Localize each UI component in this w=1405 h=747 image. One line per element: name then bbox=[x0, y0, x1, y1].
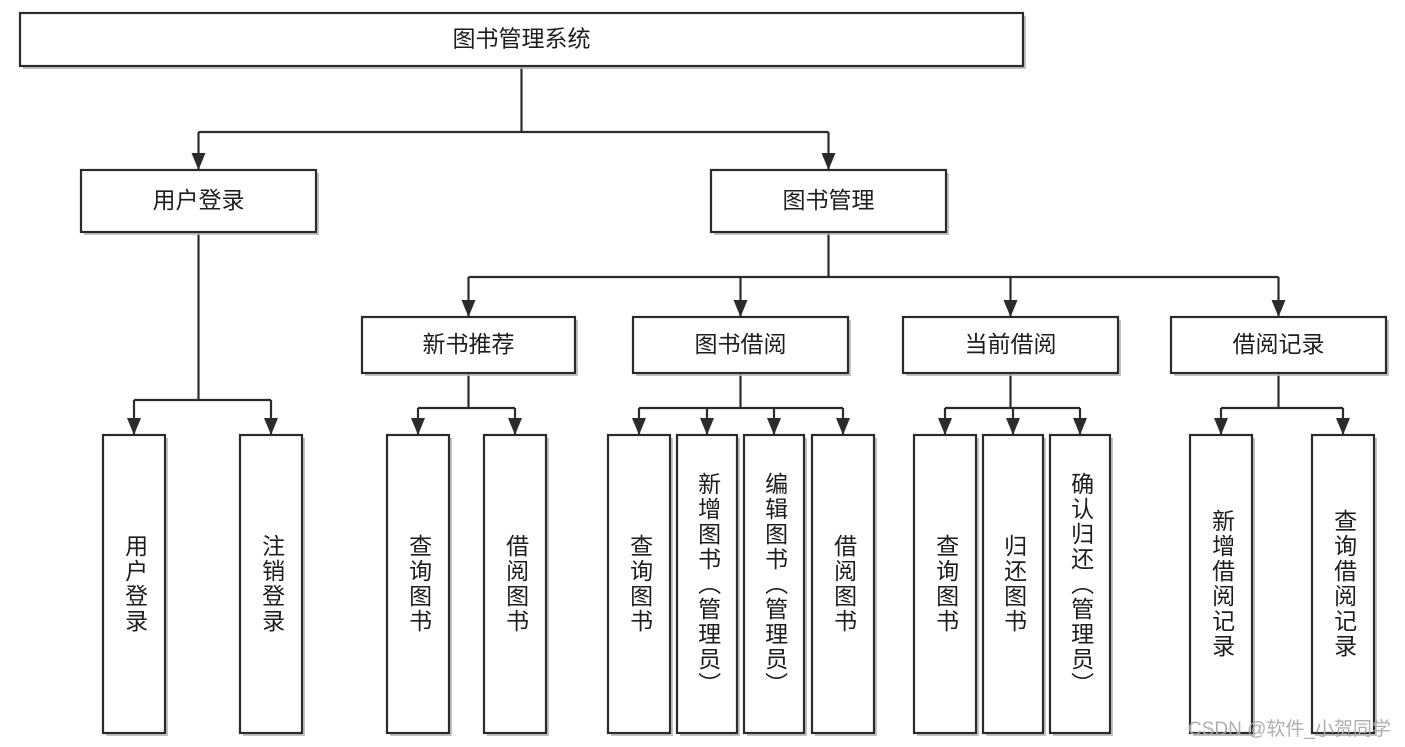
node-new-book-recommend[interactable] bbox=[360, 315, 578, 376]
node-rect bbox=[742, 433, 806, 735]
node-box-layer bbox=[18, 11, 1389, 736]
node-rect bbox=[709, 168, 948, 234]
arrow-head-leaf-query-book-2 bbox=[632, 418, 646, 435]
node-rect bbox=[101, 433, 167, 735]
node-root[interactable] bbox=[18, 11, 1026, 69]
arrow-head-leaf-confirm-return bbox=[1073, 418, 1087, 435]
node-book-management[interactable] bbox=[709, 168, 949, 235]
node-label-user-login: 用户登录 bbox=[153, 187, 245, 213]
node-rect bbox=[360, 315, 577, 375]
csdn-watermark: CSDN @软件_小贺同学 bbox=[1188, 719, 1391, 740]
node-leaf-confirm-return[interactable] bbox=[1048, 433, 1113, 736]
node-rect bbox=[79, 168, 318, 234]
node-rect bbox=[631, 315, 850, 375]
arrow-head-leaf-logout-login bbox=[264, 418, 278, 435]
node-rect bbox=[901, 315, 1120, 375]
arrow-head-leaf-return-book bbox=[1006, 418, 1020, 435]
node-leaf-edit-book[interactable] bbox=[742, 433, 807, 736]
node-rect bbox=[1048, 433, 1112, 735]
arrow-head-current-borrow bbox=[1003, 300, 1018, 317]
node-label-new-book-recommend: 新书推荐 bbox=[423, 331, 515, 357]
arrow-head-leaf-query-record bbox=[1336, 418, 1350, 435]
node-leaf-query-book-1[interactable] bbox=[385, 433, 452, 736]
node-rect bbox=[385, 433, 451, 735]
node-leaf-add-book[interactable] bbox=[675, 433, 740, 736]
node-borrow-record[interactable] bbox=[1169, 315, 1389, 376]
arrow-head-leaf-borrow-book-2 bbox=[836, 418, 850, 435]
node-current-borrow[interactable] bbox=[901, 315, 1121, 376]
node-rect bbox=[1188, 433, 1254, 735]
node-label-current-borrow: 当前借阅 bbox=[965, 331, 1057, 357]
arrow-head-new-book-recommend bbox=[461, 300, 476, 317]
arrow-head-book-management bbox=[821, 153, 836, 170]
node-label-root: 图书管理系统 bbox=[453, 26, 591, 52]
node-rect bbox=[1169, 315, 1388, 375]
node-label-book-management: 图书管理 bbox=[783, 187, 875, 213]
arrow-head-borrow-record bbox=[1271, 300, 1286, 317]
node-rect bbox=[981, 433, 1045, 735]
arrow-head-leaf-add-record bbox=[1214, 418, 1228, 435]
arrow-head-leaf-edit-book bbox=[767, 418, 781, 435]
arrow-head-leaf-borrow-book-1 bbox=[508, 418, 522, 435]
node-rect bbox=[482, 433, 548, 735]
node-rect bbox=[606, 433, 672, 735]
node-rect bbox=[912, 433, 978, 735]
arrow-head-leaf-add-book bbox=[700, 418, 714, 435]
node-leaf-logout-login[interactable] bbox=[238, 433, 305, 736]
node-rect bbox=[1310, 433, 1376, 735]
node-rect bbox=[675, 433, 739, 735]
arrow-head-leaf-user-login bbox=[127, 418, 141, 435]
node-leaf-query-record[interactable] bbox=[1310, 433, 1377, 736]
node-rect bbox=[18, 11, 1025, 68]
arrow-head-book-borrow bbox=[733, 300, 748, 317]
node-rect bbox=[238, 433, 304, 735]
arrow-head-user-login bbox=[191, 153, 206, 170]
node-label-borrow-record: 借阅记录 bbox=[1233, 331, 1325, 357]
node-leaf-query-book-3[interactable] bbox=[912, 433, 979, 736]
node-book-borrow[interactable] bbox=[631, 315, 851, 376]
node-user-login[interactable] bbox=[79, 168, 319, 235]
node-label-book-borrow: 图书借阅 bbox=[695, 331, 787, 357]
node-rect bbox=[810, 433, 876, 735]
node-leaf-borrow-book-1[interactable] bbox=[482, 433, 549, 736]
node-leaf-return-book[interactable] bbox=[981, 433, 1046, 736]
node-leaf-user-login[interactable] bbox=[101, 433, 168, 736]
node-leaf-query-book-2[interactable] bbox=[606, 433, 673, 736]
arrow-head-leaf-query-book-1 bbox=[411, 418, 425, 435]
node-leaf-borrow-book-2[interactable] bbox=[810, 433, 877, 736]
node-leaf-add-record[interactable] bbox=[1188, 433, 1255, 736]
arrow-head-leaf-query-book-3 bbox=[938, 418, 952, 435]
connector-layer bbox=[127, 66, 1350, 435]
